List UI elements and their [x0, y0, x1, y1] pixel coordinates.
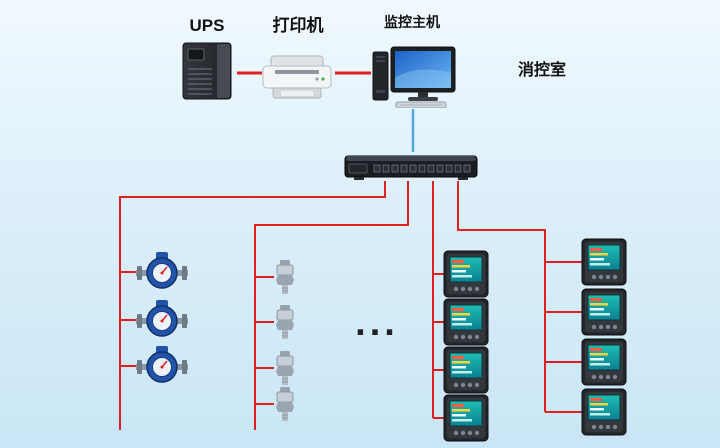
ups-label: UPS [189, 16, 225, 35]
power-monitor-meter [581, 288, 627, 336]
printer-label: 打印机 [272, 16, 324, 35]
data-collector-switch [344, 153, 478, 181]
ups-device [182, 42, 232, 100]
sensor-transmitter [272, 260, 298, 294]
more-devices-ellipsis: ... [355, 302, 399, 344]
water-meter [136, 298, 188, 342]
sensor-transmitter [272, 351, 298, 385]
printer-device [261, 54, 333, 102]
power-monitor-meter [443, 250, 489, 298]
control-room-label: 消控室 [517, 62, 566, 79]
power-monitor-meter [581, 388, 627, 436]
monitor-host-label: 监控主机 [384, 14, 440, 30]
power-monitor-meter [581, 338, 627, 386]
power-monitor-meter [443, 298, 489, 346]
sensor-transmitter [272, 387, 298, 421]
power-monitor-meter [443, 394, 489, 442]
sensor-transmitter [272, 305, 298, 339]
water-meter [136, 250, 188, 294]
monitor-host-device [372, 46, 458, 108]
power-monitor-meter [443, 346, 489, 394]
power-monitor-meter [581, 238, 627, 286]
water-meter [136, 344, 188, 388]
